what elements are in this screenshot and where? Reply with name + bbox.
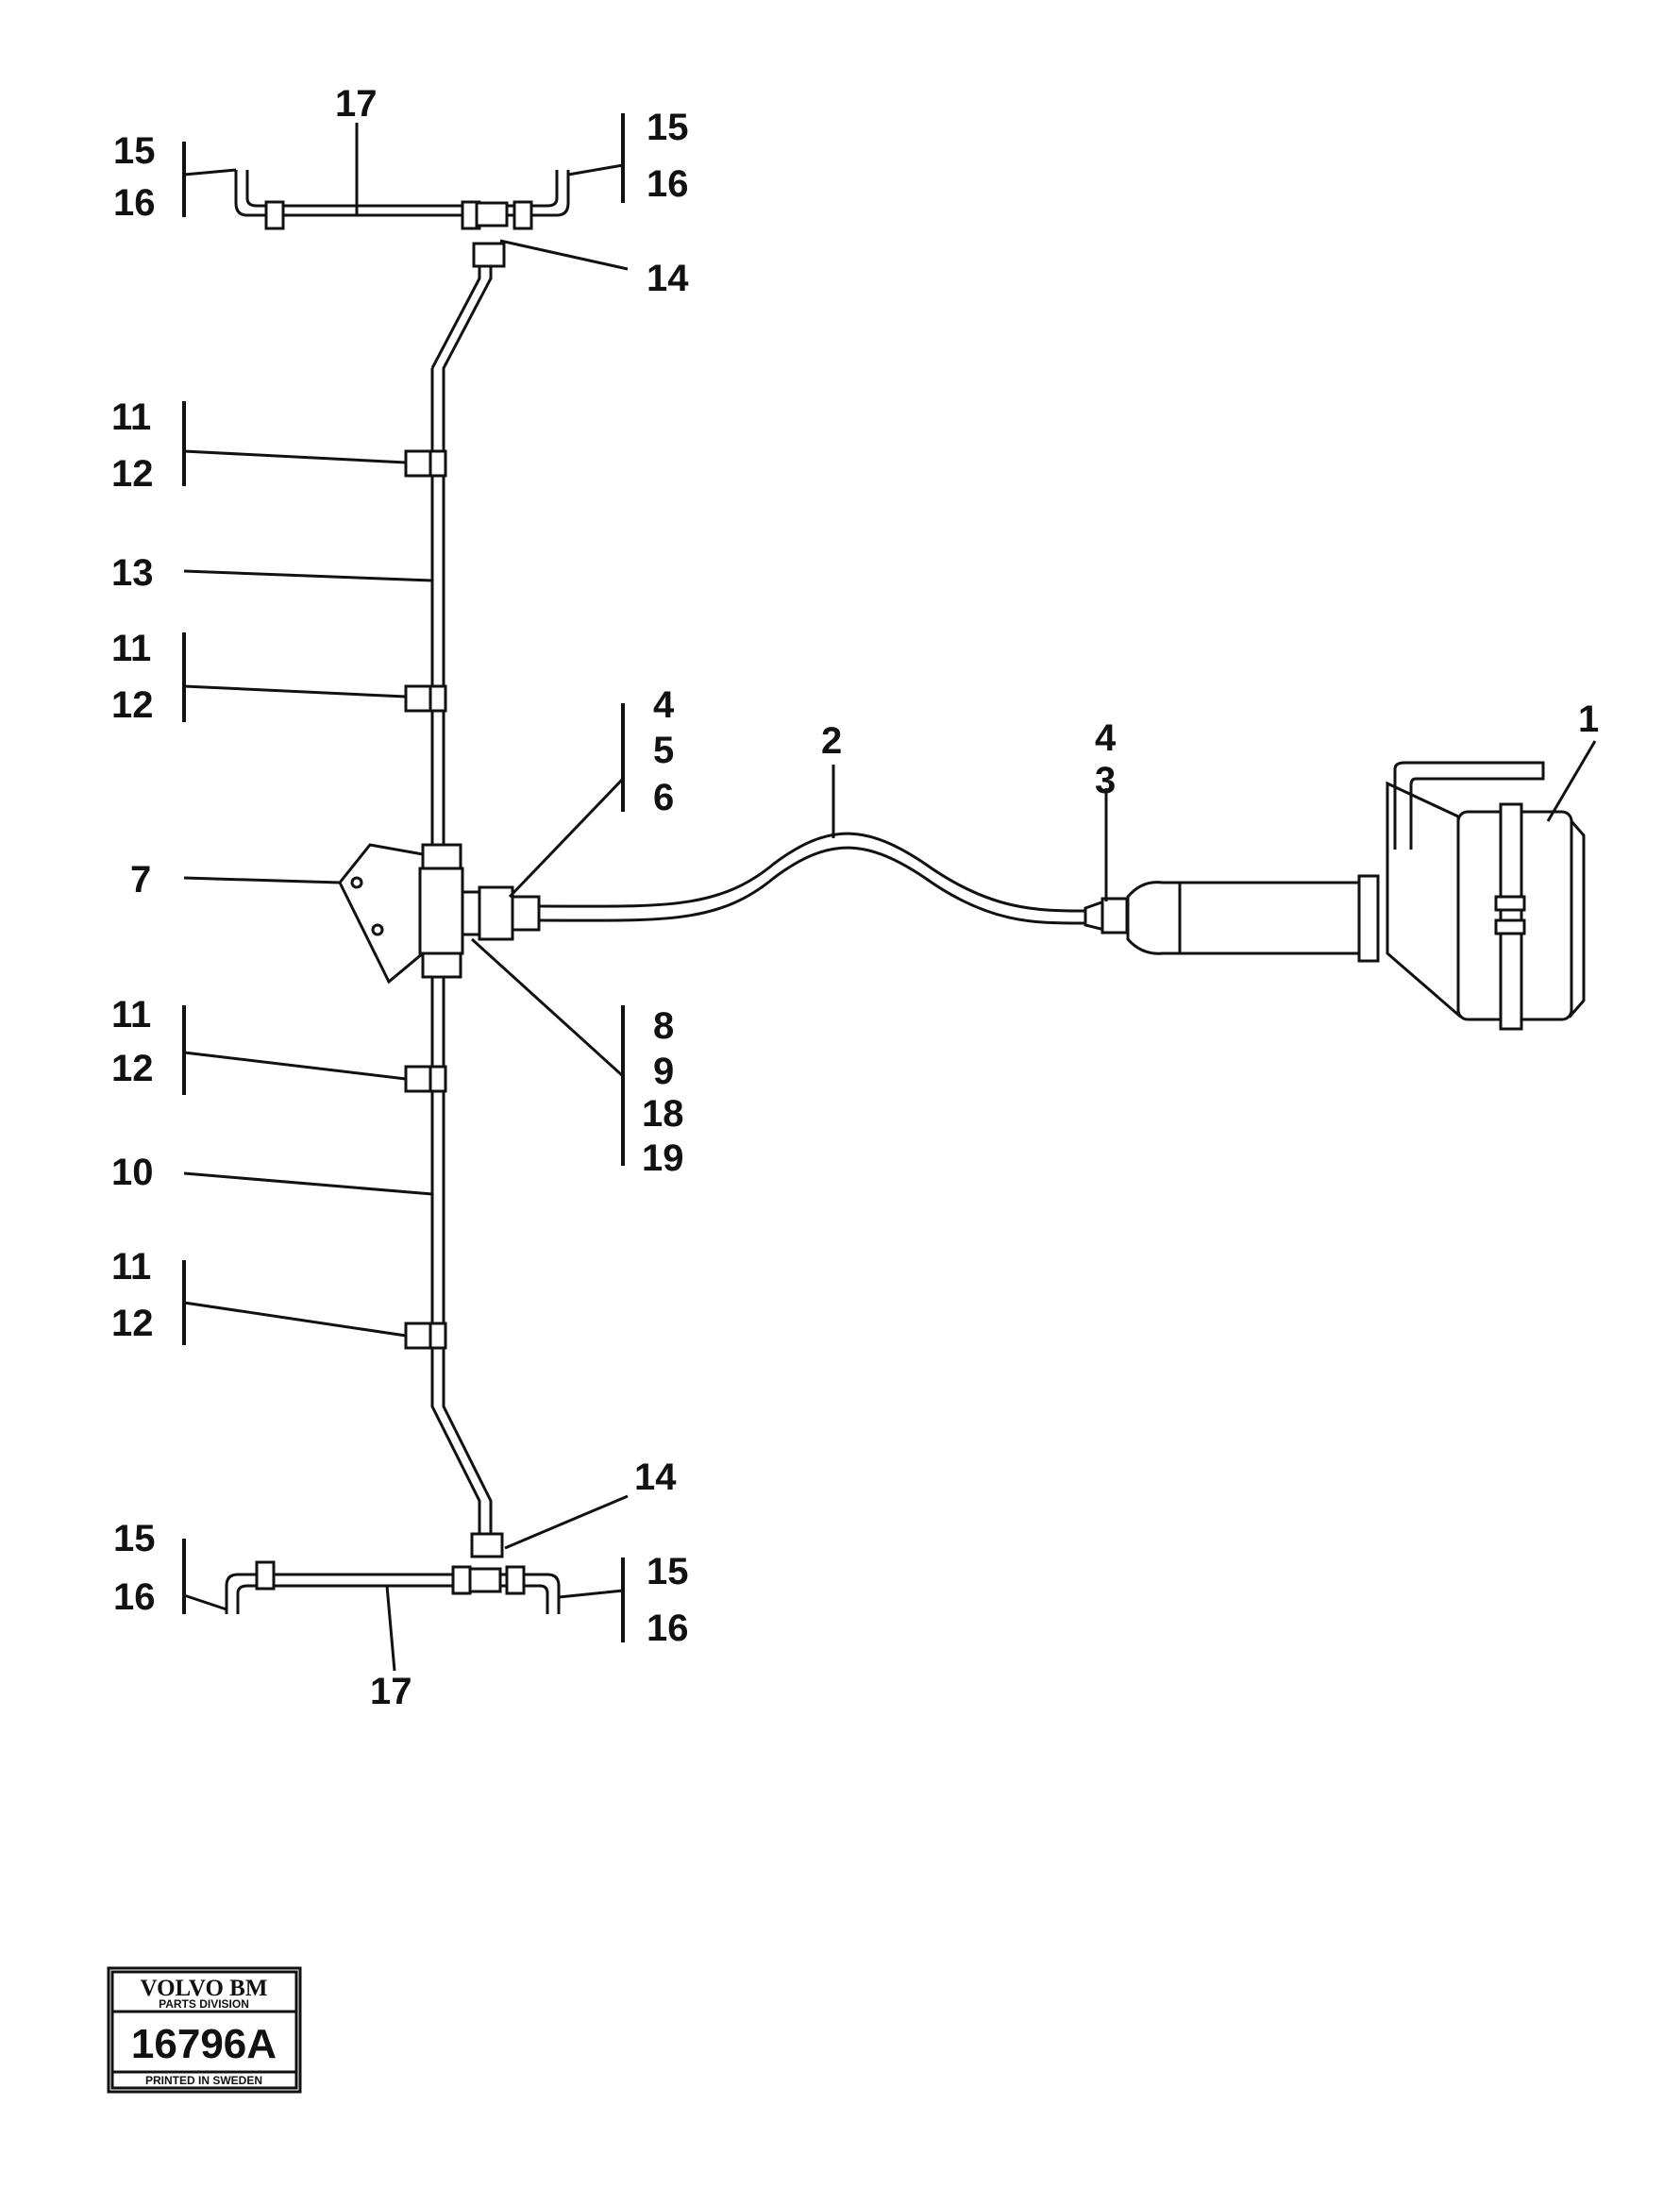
stamp-printed: PRINTED IN SWEDEN [145,2074,262,2087]
callout-bottom-right-16: 16 [647,1608,689,1649]
valve-side-nut [478,885,514,941]
top-cross-pipe [234,170,570,268]
callout-bottom-left-16: 16 [113,1576,156,1618]
callout-lower-11-a: 11 [111,994,151,1036]
distribution-valve [338,843,541,985]
clamp-bolt-1 [1494,895,1526,912]
clamp-upper-b [404,684,432,713]
callout-labels: 17 15 16 15 16 14 11 12 13 11 12 4 5 6 2… [111,83,1599,1712]
top-tee-body [475,201,509,227]
callout-upper-12-b: 12 [111,684,154,726]
chamber-mounting-plate [1357,874,1380,963]
callout-valve-18: 18 [642,1093,684,1135]
callout-valve-4: 4 [653,684,675,726]
clamp-lower-a [404,1065,432,1093]
callout-valve-8: 8 [653,1005,674,1047]
top-right-union [512,200,533,230]
bottom-tee-body [468,1567,502,1593]
valve-bracket [338,843,425,985]
callout-upper-12-a: 12 [111,453,154,495]
chamber-rim [1570,817,1586,1019]
callout-10: 10 [111,1152,154,1193]
bracket-hole-1 [350,876,363,889]
callout-bottom-17: 17 [370,1671,412,1712]
chamber-boot [1126,881,1182,955]
callout-bottom-left-15: 15 [113,1518,156,1559]
bracket-hole-2 [371,923,384,936]
callout-lower-12-b: 12 [111,1303,154,1344]
callout-bottom-14: 14 [634,1457,677,1498]
callout-conn-4: 4 [1095,717,1117,759]
bottom-tee-left-nut [451,1565,472,1595]
callout-conn-3: 3 [1095,760,1116,801]
flexible-hose [538,832,1129,935]
pipe-clamps [404,449,447,1350]
clamp-bolt-2 [1494,918,1526,935]
hose-end-nut [1100,897,1129,935]
parts-division-stamp: VOLVO BM PARTS DIVISION 16796A PRINTED I… [107,1966,302,2094]
valve-side-union [511,895,541,932]
callout-1: 1 [1578,699,1599,740]
callout-upper-11-b: 11 [111,628,151,669]
bottom-left-union [255,1560,276,1591]
top-tee-nut [472,242,506,268]
top-left-union [264,200,285,230]
callout-valve-19: 19 [642,1137,684,1179]
callout-valve-5: 5 [653,730,674,771]
stamp-inner-frame [110,1970,298,2090]
callout-7: 7 [130,859,151,901]
callout-top-left-16: 16 [113,182,156,224]
callout-top-left-15: 15 [113,130,156,172]
callout-2: 2 [821,720,842,762]
leader-lines [182,113,1597,1672]
callout-valve-9: 9 [653,1051,674,1092]
callout-lower-11-b: 11 [111,1246,151,1288]
clamp-upper-b-tab [428,684,447,713]
callout-lower-12-a: 12 [111,1048,154,1089]
callout-13: 13 [111,552,154,594]
callout-top-17: 17 [335,83,378,125]
clamp-lower-b [404,1322,432,1350]
stamp-division: PARTS DIVISION [159,1997,249,2011]
callout-upper-11-a: 11 [111,396,151,438]
stamp-drawing-number: 16796A [131,2021,277,2067]
brake-chamber [1126,761,1586,1031]
callout-bottom-right-15: 15 [647,1551,689,1592]
valve-body [418,867,464,955]
chamber-bracket [1393,761,1545,850]
clamp-upper-a-tab [428,449,447,478]
callout-top-right-16: 16 [647,163,689,205]
valve-bottom-fitting [421,951,462,979]
callout-valve-6: 6 [653,777,674,818]
stamp-brand: VOLVO BM [141,1976,268,2001]
clamp-upper-a [404,449,432,478]
chamber-cone [1386,781,1460,1019]
valve-top-fitting [421,843,462,870]
bottom-tee-nut [470,1532,504,1558]
callout-top-14: 14 [647,258,689,299]
chamber-clamp-band [1499,802,1523,1031]
bottom-cross-pipe [225,1532,561,1614]
chamber-pushrod-tube [1178,881,1370,955]
bottom-right-union [505,1565,526,1595]
clamp-lower-a-tab [428,1065,447,1093]
callout-top-right-15: 15 [647,107,689,148]
clamp-lower-b-tab [428,1322,447,1350]
